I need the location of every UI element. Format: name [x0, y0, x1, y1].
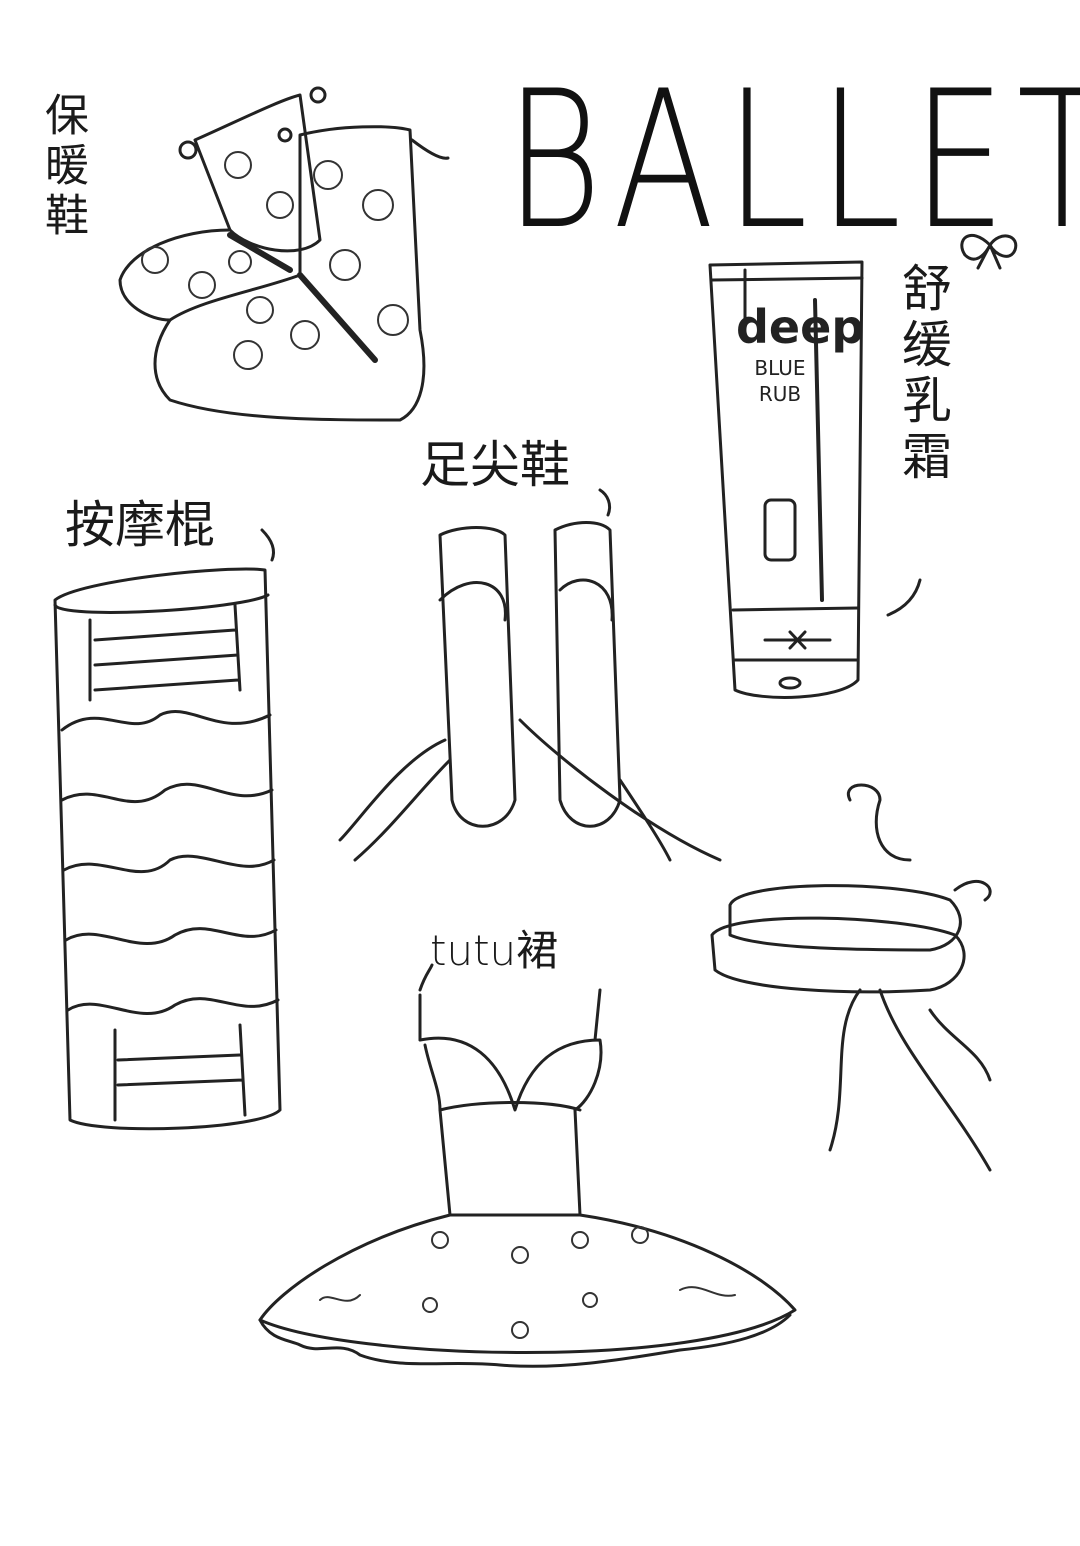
label-massage-roller: 按摩棍 [65, 496, 215, 554]
label-relief-cream: 舒缓乳霜 [894, 262, 952, 486]
cream-tube-drawing [708, 260, 922, 699]
tube-line2: RUB [758, 382, 802, 406]
tube-line1: BLUE [754, 356, 806, 380]
bow-icon [960, 233, 1018, 270]
tutu-drawing [258, 963, 797, 1368]
warm-boots-drawing [118, 86, 450, 422]
label-warm-boots: 保暖鞋 [37, 92, 88, 242]
label-pointe-shoes: 足尖鞋 [420, 436, 570, 494]
tube-brand: deep [736, 300, 865, 354]
pointe-shoes-drawing [338, 488, 722, 862]
label-tutu: tutu裙 [430, 926, 559, 975]
title: BALLET [505, 50, 1080, 271]
massage-roller-drawing [53, 528, 282, 1131]
pointe-shoes-lying-drawing [710, 783, 992, 1172]
